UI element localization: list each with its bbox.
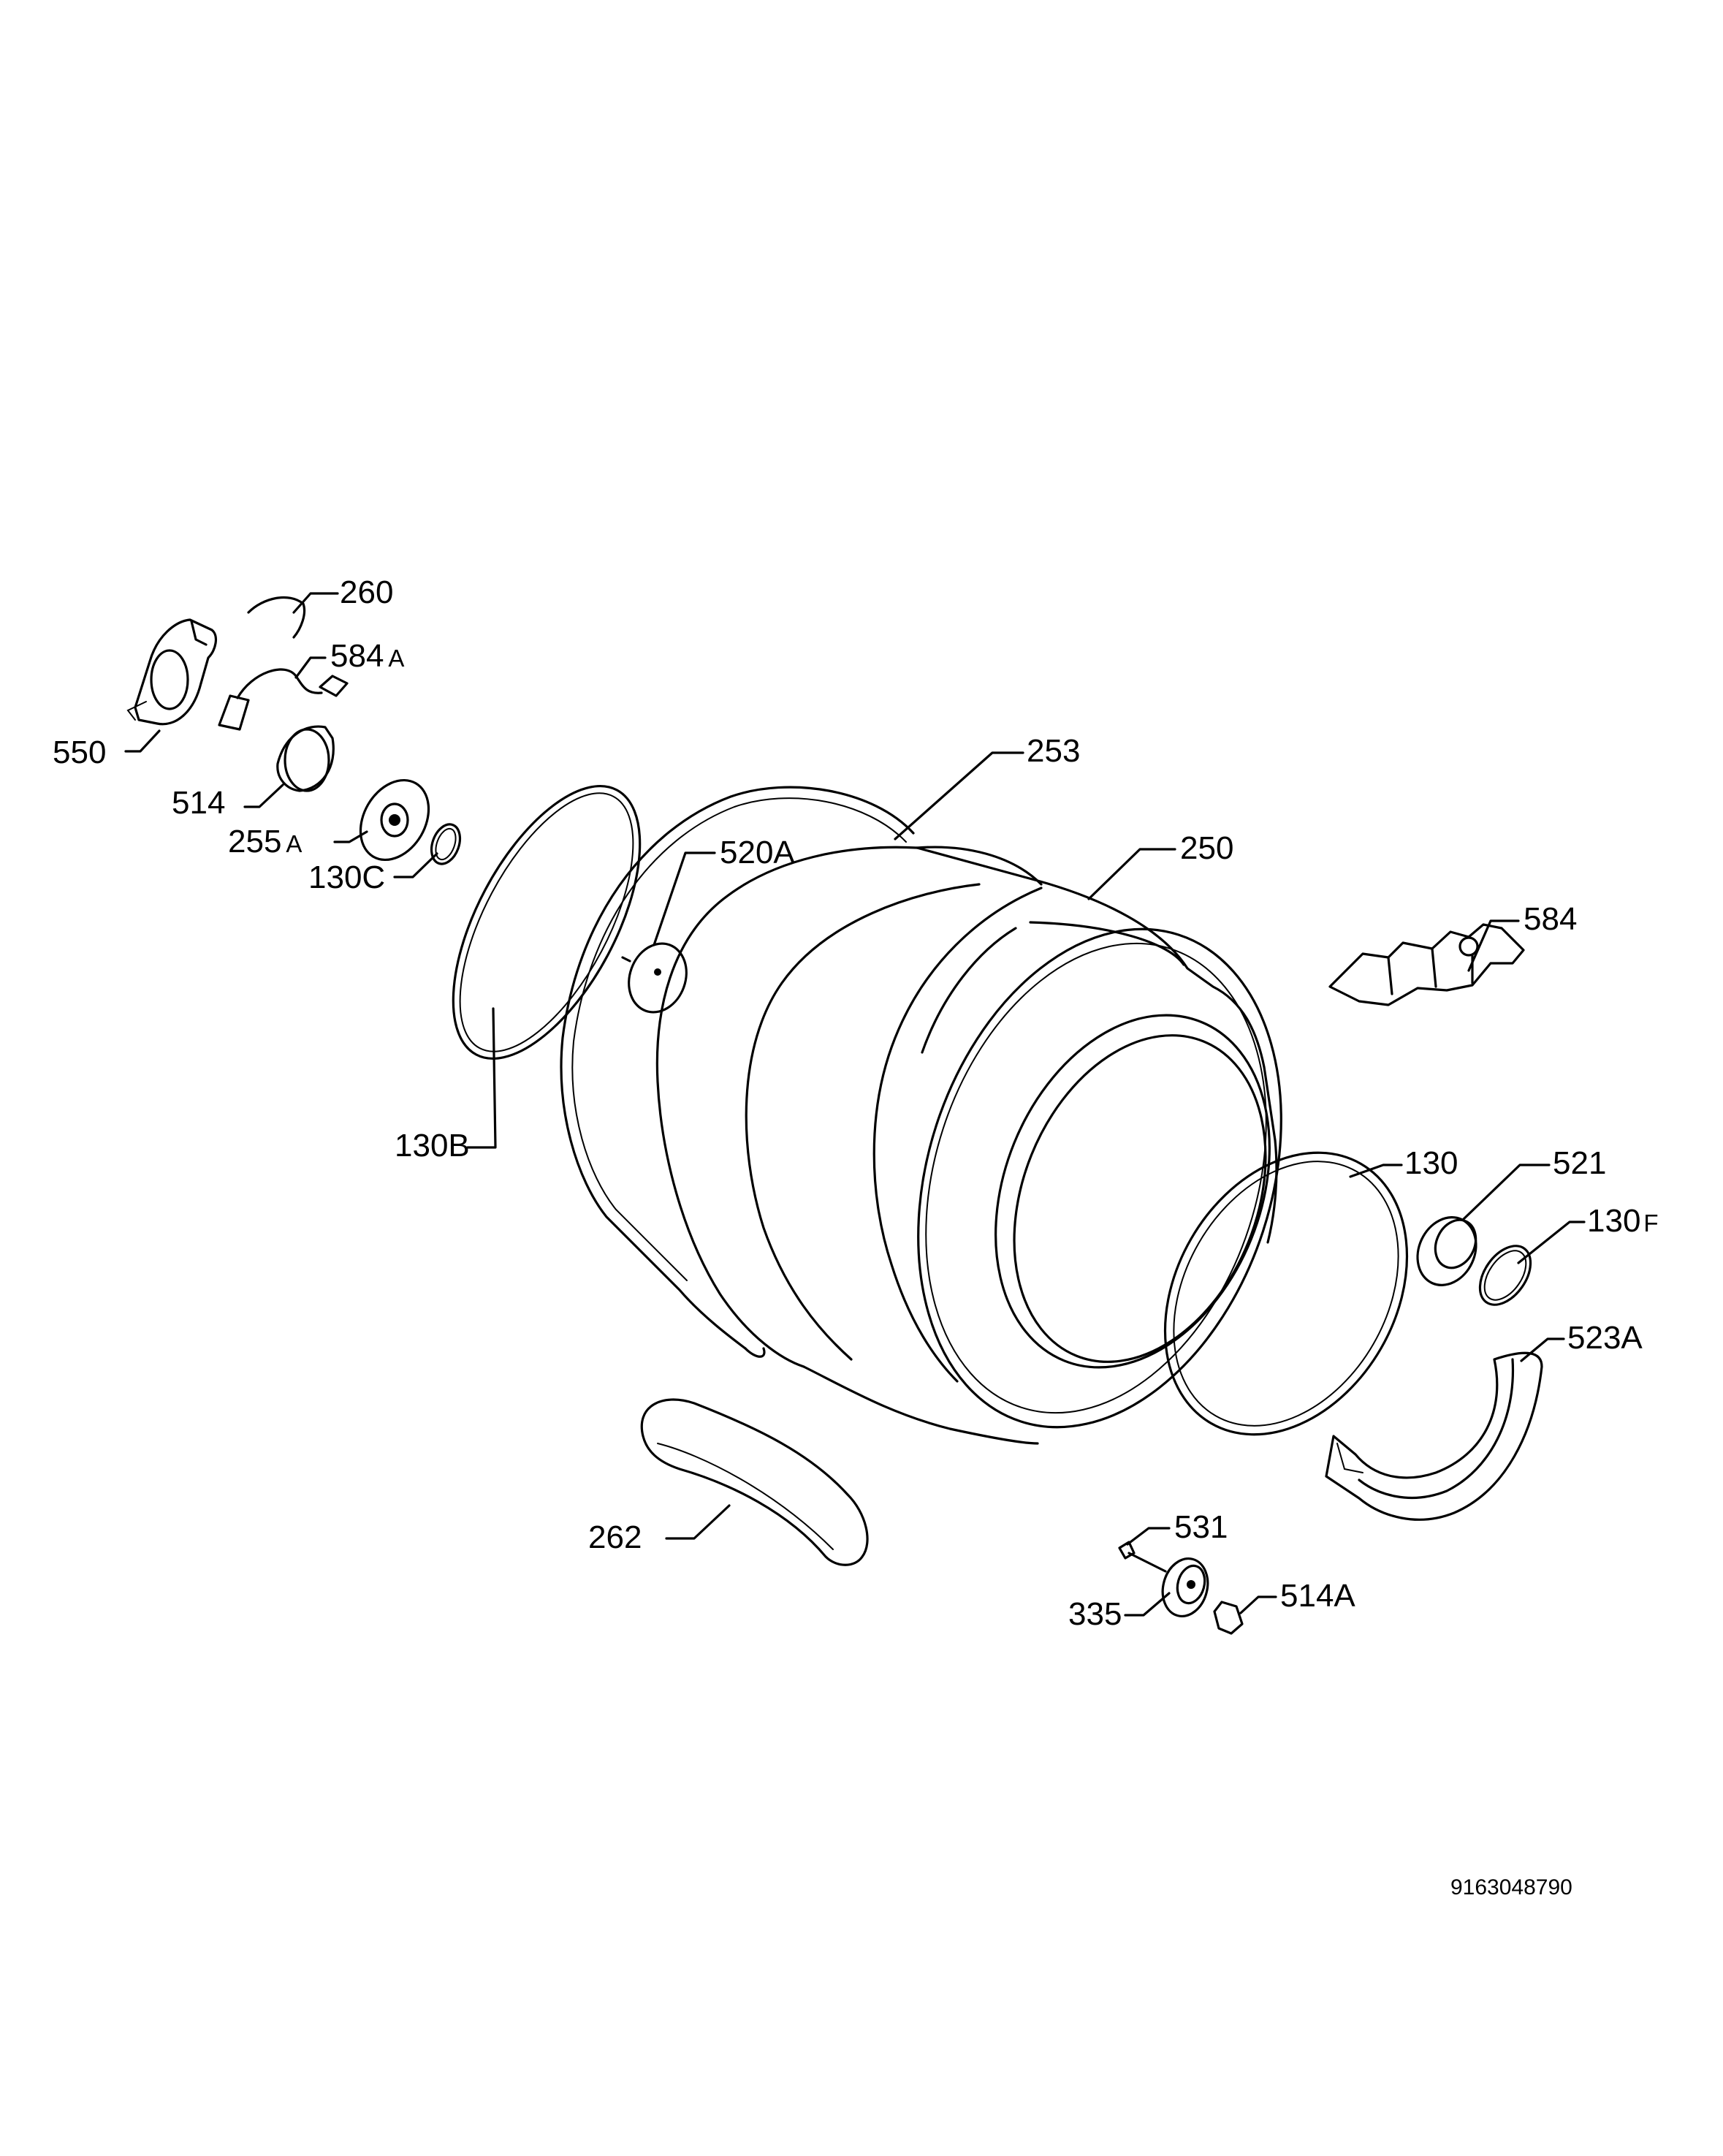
leader-lines	[124, 592, 1586, 1617]
part-584a-sensor	[218, 668, 349, 731]
part-514a-bearing	[1213, 1601, 1244, 1635]
label-550: 550	[53, 735, 106, 770]
label-335: 335	[1068, 1596, 1122, 1632]
part-130f-ring	[1478, 1245, 1532, 1306]
label-523a: 523A	[1567, 1320, 1643, 1356]
part-130b-seal	[452, 784, 642, 1060]
label-130: 130	[1404, 1145, 1458, 1181]
part-520a-plate	[621, 942, 688, 1014]
part-514-bearing	[276, 725, 335, 792]
label-521: 521	[1553, 1145, 1606, 1181]
part-130-front-seal	[1163, 1151, 1409, 1436]
part-335-roller	[1161, 1557, 1209, 1618]
label-514: 514	[172, 785, 225, 821]
label-531: 531	[1174, 1509, 1228, 1545]
label-250: 250	[1180, 830, 1233, 866]
label-262: 262	[588, 1519, 642, 1555]
label-520a: 520A	[720, 835, 795, 870]
part-262-lifter	[640, 1398, 869, 1566]
part-550-bracket	[126, 618, 218, 726]
part-253-band	[560, 786, 915, 1358]
label-253: 253	[1027, 733, 1080, 769]
part-250-drum	[655, 846, 1282, 1445]
label-514a: 514A	[1280, 1578, 1355, 1614]
part-260-spring	[247, 596, 306, 639]
drawing-code: 9163048790	[1450, 1875, 1572, 1899]
part-584-bracket	[1328, 923, 1525, 1006]
part-531-screw	[1118, 1541, 1167, 1573]
part-255a-hub	[359, 778, 430, 862]
label-260: 260	[340, 574, 393, 610]
part-523a-support	[1325, 1351, 1543, 1521]
part-130c-ring	[430, 823, 462, 865]
part-521-cup	[1416, 1216, 1477, 1286]
label-130c: 130C	[308, 859, 385, 895]
label-584: 584	[1524, 901, 1577, 937]
label-130b: 130B	[395, 1128, 470, 1164]
